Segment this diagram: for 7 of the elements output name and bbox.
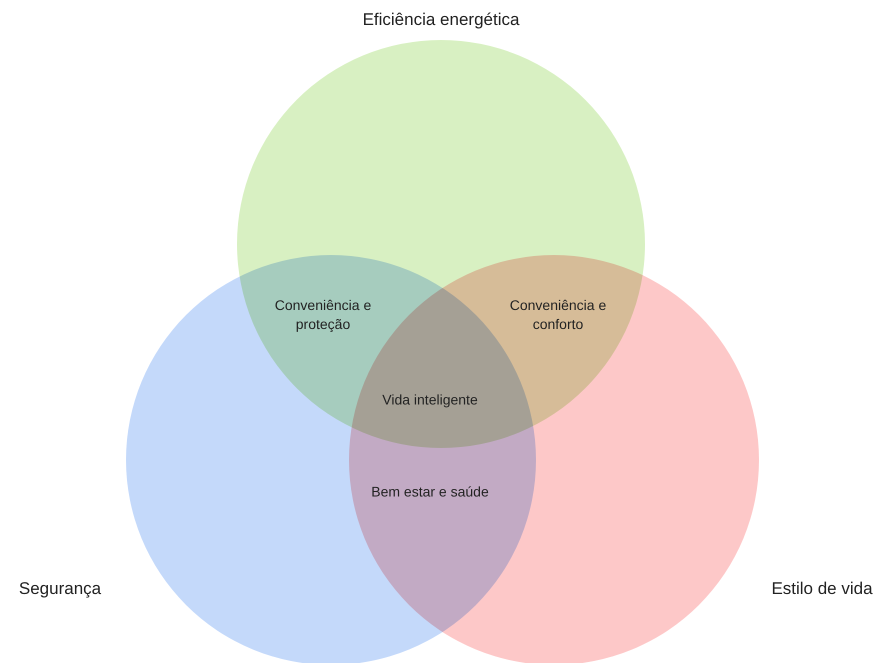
set-label: Estilo de vida [771, 579, 873, 599]
intersection-label: Bem estar e saúde [370, 482, 490, 502]
set-label: Segurança [18, 579, 102, 599]
intersection-label: Conveniência e proteção [274, 296, 372, 334]
set-label: Eficiência energética [362, 10, 520, 30]
intersection-label: Vida inteligente [381, 390, 479, 410]
intersection-label: Conveniência e conforto [508, 296, 608, 334]
